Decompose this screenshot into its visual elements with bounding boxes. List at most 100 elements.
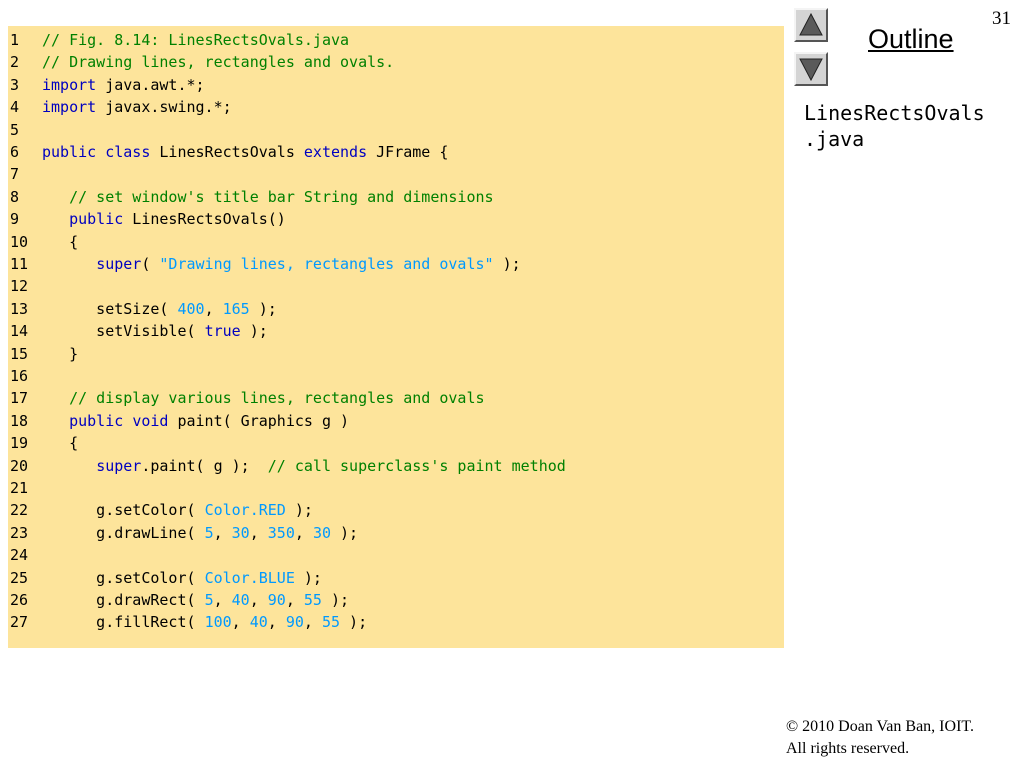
code-token: g.fillRect( [42,613,205,632]
code-token: ); [321,591,350,609]
code-token: "Drawing lines, rectangles and ovals" [159,255,494,273]
code-text: // set window's title bar String and dim… [42,186,494,208]
code-token: // call superclass's paint method [267,456,566,475]
code-token: 400 [177,299,205,318]
code-token: 350 [267,523,295,542]
code-text: { [42,432,78,454]
line-number: 14 [10,322,29,341]
line-number: 25 [10,568,29,587]
previous-slide-button[interactable] [794,8,828,42]
code-token: Color.RED [204,501,286,520]
code-line: 26 g.drawRect( 5, 40, 90, 55 ); [8,589,784,611]
code-token: , [213,591,232,609]
code-token: , [249,591,268,609]
code-text: setVisible( true ); [42,320,268,342]
line-number: 15 [10,344,29,363]
code-token: LinesRectsOvals [150,143,304,161]
code-token [42,457,96,475]
line-number: 18 [10,411,29,430]
code-line: 11 super( "Drawing lines, rectangles and… [8,253,784,275]
code-token: super [96,255,142,273]
code-line: 23 g.drawLine( 5, 30, 350, 30 ); [8,522,784,544]
code-line: 7 [8,163,784,185]
code-token: javax.swing.*; [96,98,232,117]
code-token: { [42,434,79,453]
code-text: public LinesRectsOvals() [42,208,286,230]
code-line: 19 { [8,432,784,454]
code-token: 5 [204,523,214,542]
code-text: g.fillRect( 100, 40, 90, 55 ); [42,611,367,633]
code-text: } [42,343,78,365]
code-token: , [294,523,313,542]
code-token: java.awt.*; [96,75,205,94]
copyright-line-1: © 2010 Doan Van Ban, IOIT. [786,718,974,735]
code-token: ); [294,568,322,587]
code-line: 16 [8,365,784,387]
code-text: public void paint( Graphics g ) [42,410,349,432]
code-token [42,255,96,273]
code-line: 18 public void paint( Graphics g ) [8,410,784,432]
line-number: 27 [10,613,29,632]
code-text: g.setColor( Color.BLUE ); [42,567,322,589]
code-text: g.drawRect( 5, 40, 90, 55 ); [42,589,349,611]
code-token: ); [493,255,521,273]
code-text: import javax.swing.*; [42,96,232,118]
code-token: LinesRectsOvals() [123,210,286,229]
code-text: public class LinesRectsOvals extends JFr… [42,141,448,163]
code-line: 5 [8,119,784,141]
code-token: 165 [222,299,250,318]
code-token: , [204,299,223,318]
code-token: , [249,523,268,542]
code-token [42,389,69,407]
code-token: // display various lines, rectangles and… [69,389,485,408]
code-token: 55 [321,613,341,632]
file-name-caption: LinesRectsOvals .java [804,100,1019,152]
file-name-line-1: LinesRectsOvals [804,101,985,125]
code-line: 21 [8,477,784,499]
line-number: 3 [10,75,20,94]
code-token [42,412,69,430]
code-token: paint( Graphics g ) [168,411,350,430]
code-line: 27 g.fillRect( 100, 40, 90, 55 ); [8,611,784,633]
line-number: 12 [10,277,29,296]
code-text: super.paint( g ); // call superclass's p… [42,455,566,477]
code-text: // Drawing lines, rectangles and ovals. [42,51,394,73]
code-token: g.setColor( [42,568,205,587]
code-token: 100 [204,613,232,632]
triangle-up-icon [799,12,823,36]
line-number: 17 [10,389,29,408]
code-line: 14 setVisible( true ); [8,320,784,342]
code-token: g.drawRect( [42,591,205,609]
outline-link[interactable]: Outline [868,24,954,54]
line-number: 11 [10,255,29,273]
next-slide-button[interactable] [794,52,828,86]
code-line: 24 [8,544,784,566]
code-line: 2// Drawing lines, rectangles and ovals. [8,51,784,73]
copyright-line-2: All rights reserved. [786,740,910,757]
code-token: super [96,456,142,475]
code-text: setSize( 400, 165 ); [42,298,277,320]
code-token: public [69,411,124,430]
code-token: // Fig. 8.14: LinesRectsOvals.java [42,31,350,49]
code-line: 12 [8,275,784,297]
line-number: 8 [10,187,20,206]
code-token: import [42,98,97,117]
code-line: 3 import java.awt.*; [8,74,784,96]
code-token: // set window's title bar String and dim… [69,187,494,206]
code-token: setSize( [42,299,178,318]
code-token: 5 [204,591,214,609]
triangle-down-icon [799,58,823,82]
code-token: void [132,411,169,430]
code-token: , [303,613,322,632]
code-token: 90 [285,613,304,632]
line-number: 7 [10,165,20,184]
code-token: import [42,75,97,94]
code-token: 40 [231,591,250,609]
line-number: 5 [10,120,20,139]
code-line: 9 public LinesRectsOvals() [8,208,784,230]
code-token: ); [331,523,359,542]
code-token: , [213,523,232,542]
code-line: 13 setSize( 400, 165 ); [8,298,784,320]
